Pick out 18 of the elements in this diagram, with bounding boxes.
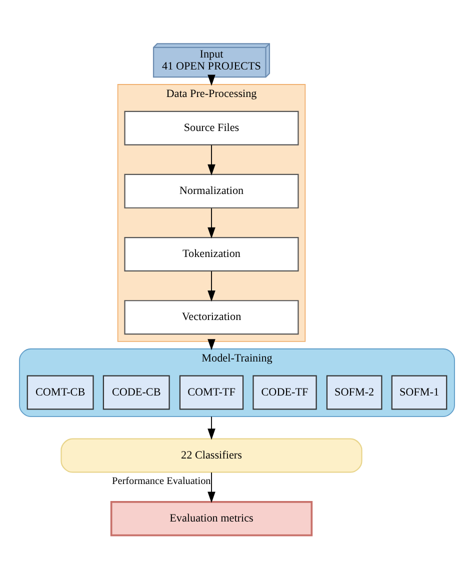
- node-box: Vectorization: [124, 300, 299, 335]
- node-box: CODE-TF: [252, 375, 317, 410]
- node-box: CODE-CB: [102, 375, 170, 410]
- node-box: SOFM-2: [326, 375, 382, 410]
- node-box: 22 Classifiers: [60, 438, 362, 473]
- arrow: [208, 472, 216, 503]
- arrow: [208, 270, 216, 302]
- node-box: Tokenization: [124, 237, 299, 272]
- node-box: SOFM-1: [391, 375, 448, 410]
- edge-label: Performance Evaluation: [112, 476, 211, 487]
- node-box: COMT-TF: [179, 375, 244, 410]
- node-box: Normalization: [124, 174, 299, 208]
- node-box: Source Files: [124, 110, 299, 146]
- node-box: Evaluation metrics: [110, 500, 313, 536]
- arrow: [208, 208, 216, 239]
- arrow: [208, 144, 216, 176]
- arrow: [208, 416, 216, 440]
- node-box: COMT-CB: [26, 375, 94, 410]
